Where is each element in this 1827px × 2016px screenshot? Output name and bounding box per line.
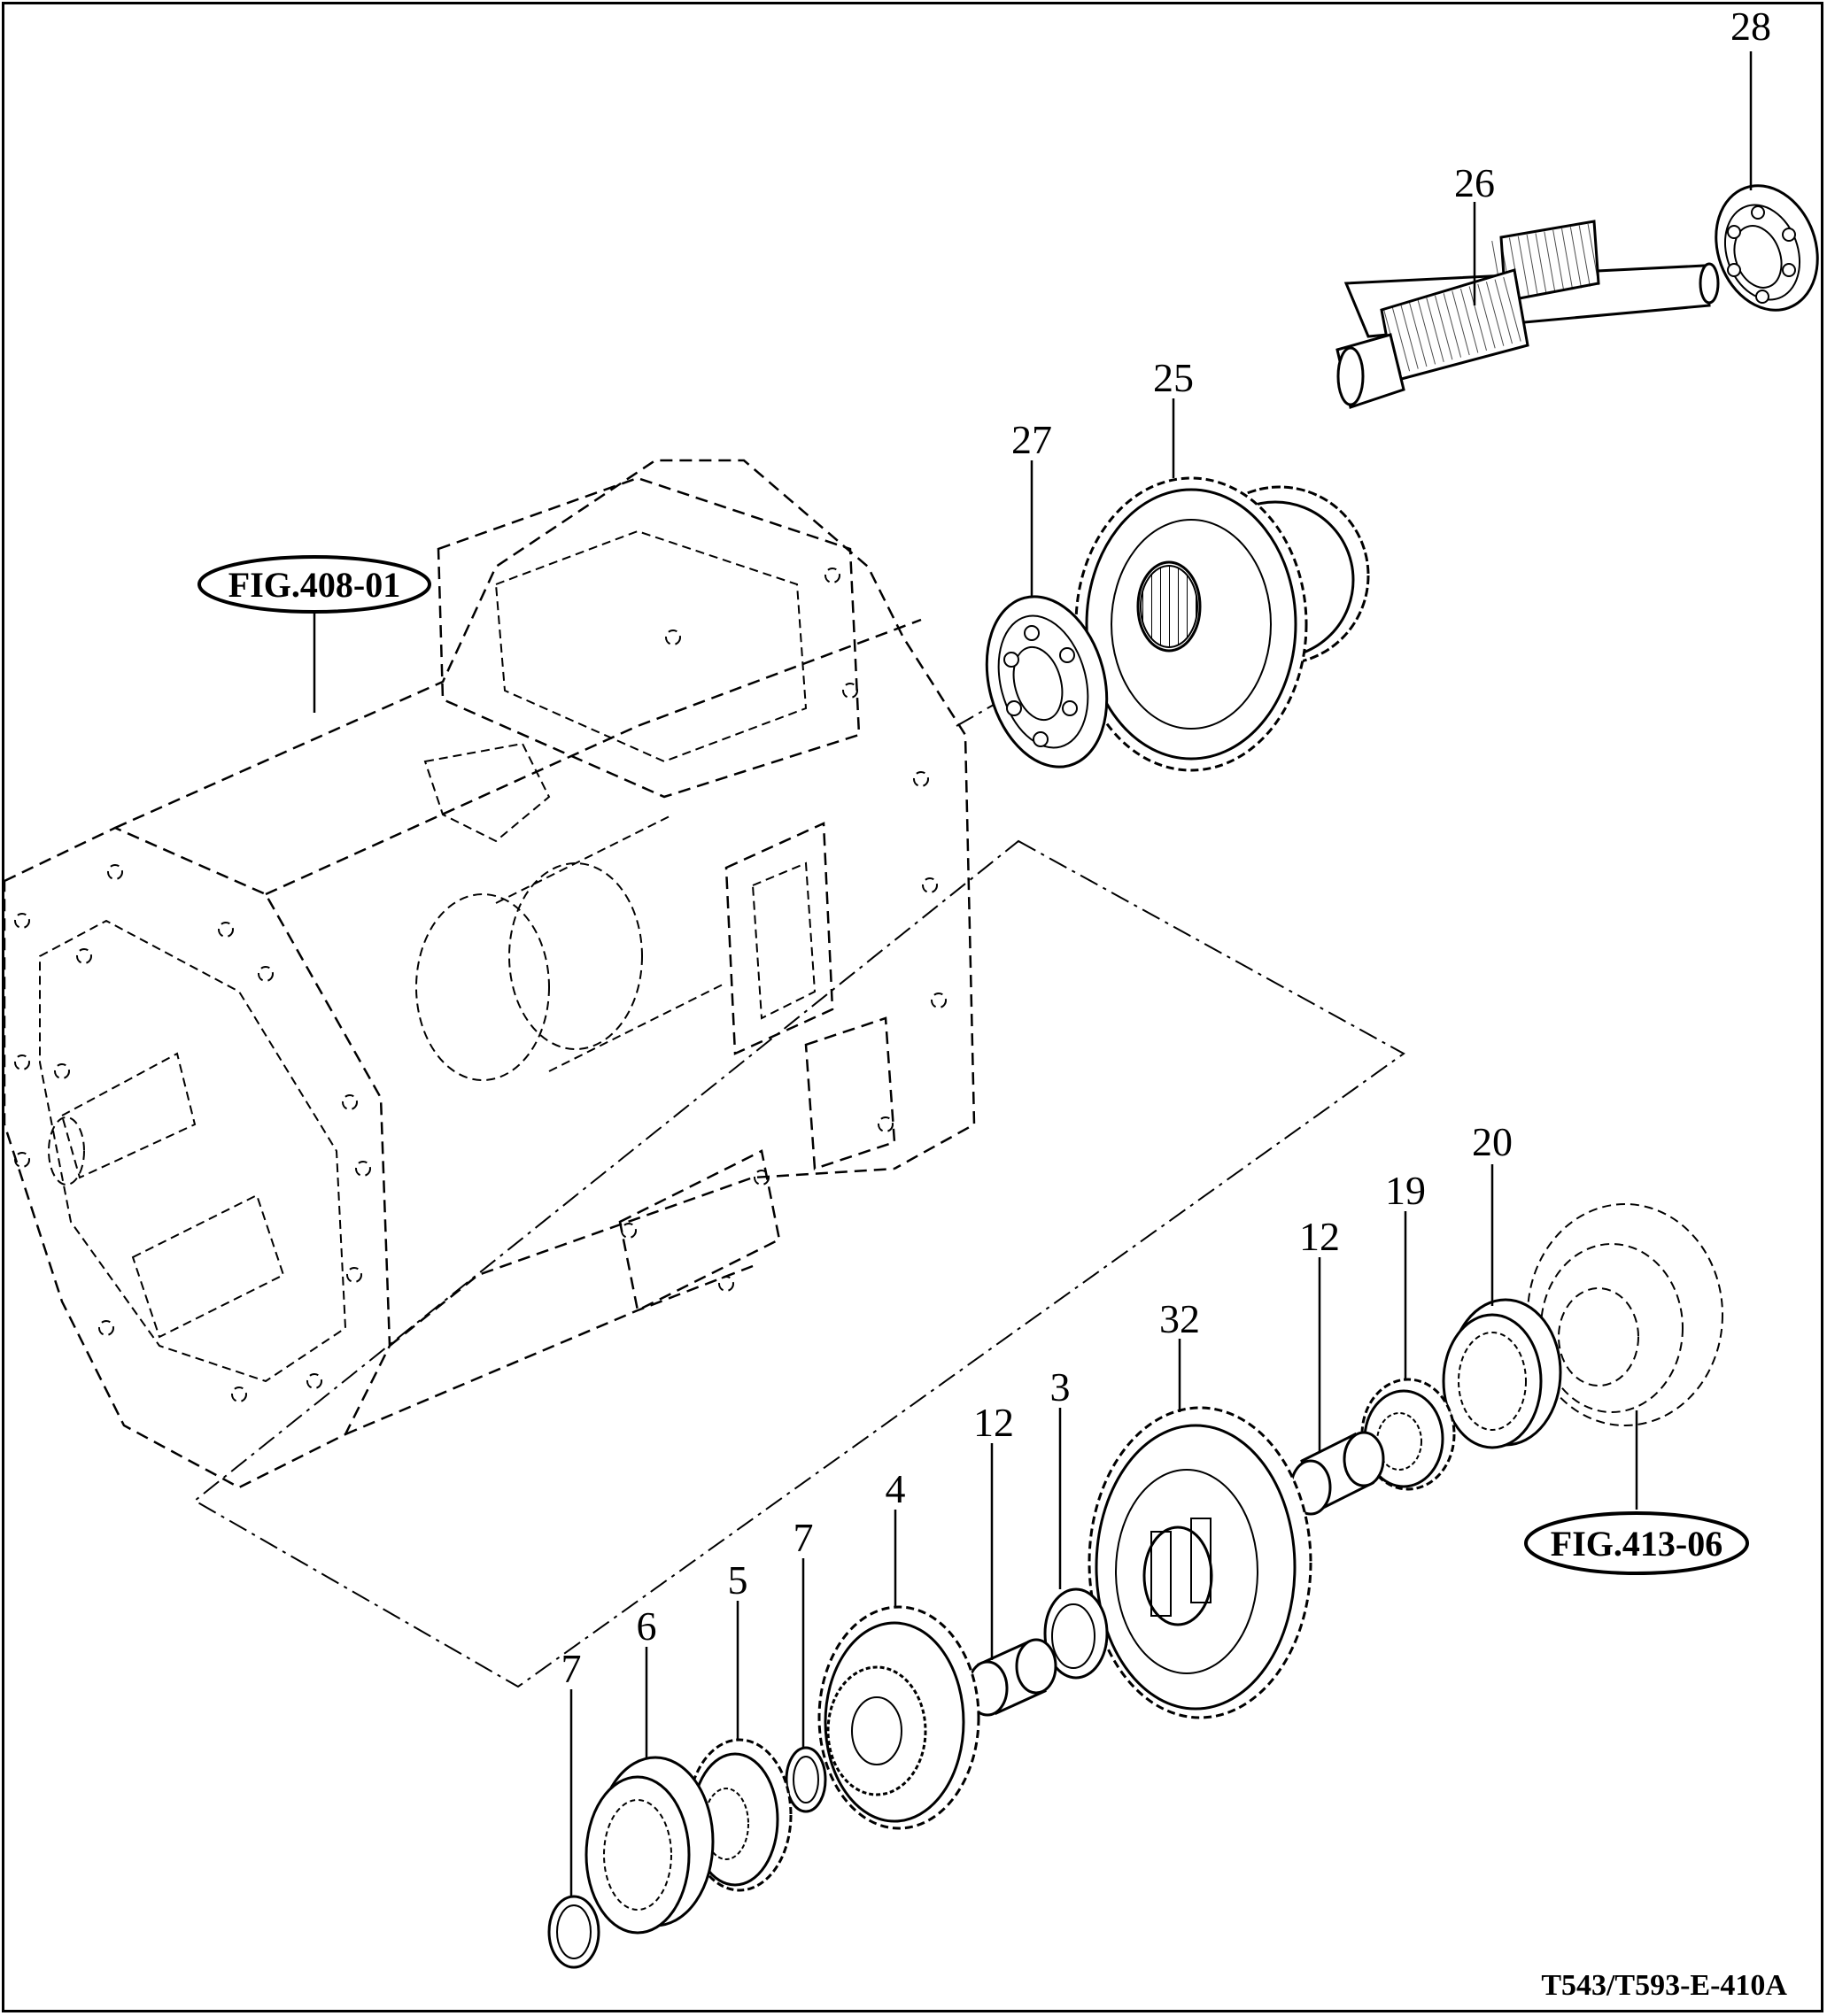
part-number-7-front[interactable]: 7 <box>561 1646 582 1691</box>
part-number-12-upper[interactable]: 12 <box>1299 1214 1340 1259</box>
sleeve-6 <box>584 1756 715 1935</box>
bearing-27 <box>985 595 1109 769</box>
ref-case-label: FIG.408-01 <box>228 565 400 605</box>
part-numbers: 28 26 25 27 20 19 12 32 12 3 4 7 5 6 7 <box>561 4 1772 1691</box>
part-number-3[interactable]: 3 <box>1050 1364 1071 1410</box>
washer-3 <box>1043 1587 1109 1680</box>
part-number-32[interactable]: 32 <box>1159 1296 1200 1341</box>
gear-32 <box>1088 1406 1312 1719</box>
part-number-7-middle[interactable]: 7 <box>794 1515 814 1560</box>
gear-4 <box>817 1605 980 1830</box>
part-number-19[interactable]: 19 <box>1385 1168 1426 1213</box>
part-number-4[interactable]: 4 <box>886 1466 906 1511</box>
part-number-26[interactable]: 26 <box>1454 160 1495 205</box>
part-number-25[interactable]: 25 <box>1153 355 1194 400</box>
ref-hub-callout[interactable]: FIG.413-06 <box>1524 1511 1749 1575</box>
snap-ring-7-front <box>547 1895 600 1969</box>
ref-hub-label: FIG.413-06 <box>1551 1524 1722 1564</box>
snap-ring-7-middle <box>785 1746 827 1813</box>
part-number-5[interactable]: 5 <box>728 1557 748 1603</box>
shaft-26 <box>1335 220 1720 409</box>
part-number-20[interactable]: 20 <box>1472 1119 1513 1164</box>
gear-25 <box>1074 476 1370 772</box>
assembly-envelope <box>193 839 1405 1688</box>
bearing-28 <box>1715 184 1819 312</box>
drawing-code: T543/T593-E-410A <box>1541 1969 1787 2002</box>
leader-lines <box>313 51 1753 1896</box>
sleeve-20 <box>1442 1298 1562 1449</box>
part-number-28[interactable]: 28 <box>1730 4 1771 49</box>
transmission-case-phantom <box>3 459 976 1489</box>
ref-case-callout[interactable]: FIG.408-01 <box>197 555 431 614</box>
needle-bearing-12-lower <box>966 1638 1057 1717</box>
part-number-12-lower[interactable]: 12 <box>973 1400 1014 1445</box>
needle-bearing-12-upper <box>1289 1431 1385 1516</box>
part-number-6[interactable]: 6 <box>637 1603 657 1649</box>
part-number-27[interactable]: 27 <box>1011 417 1052 462</box>
